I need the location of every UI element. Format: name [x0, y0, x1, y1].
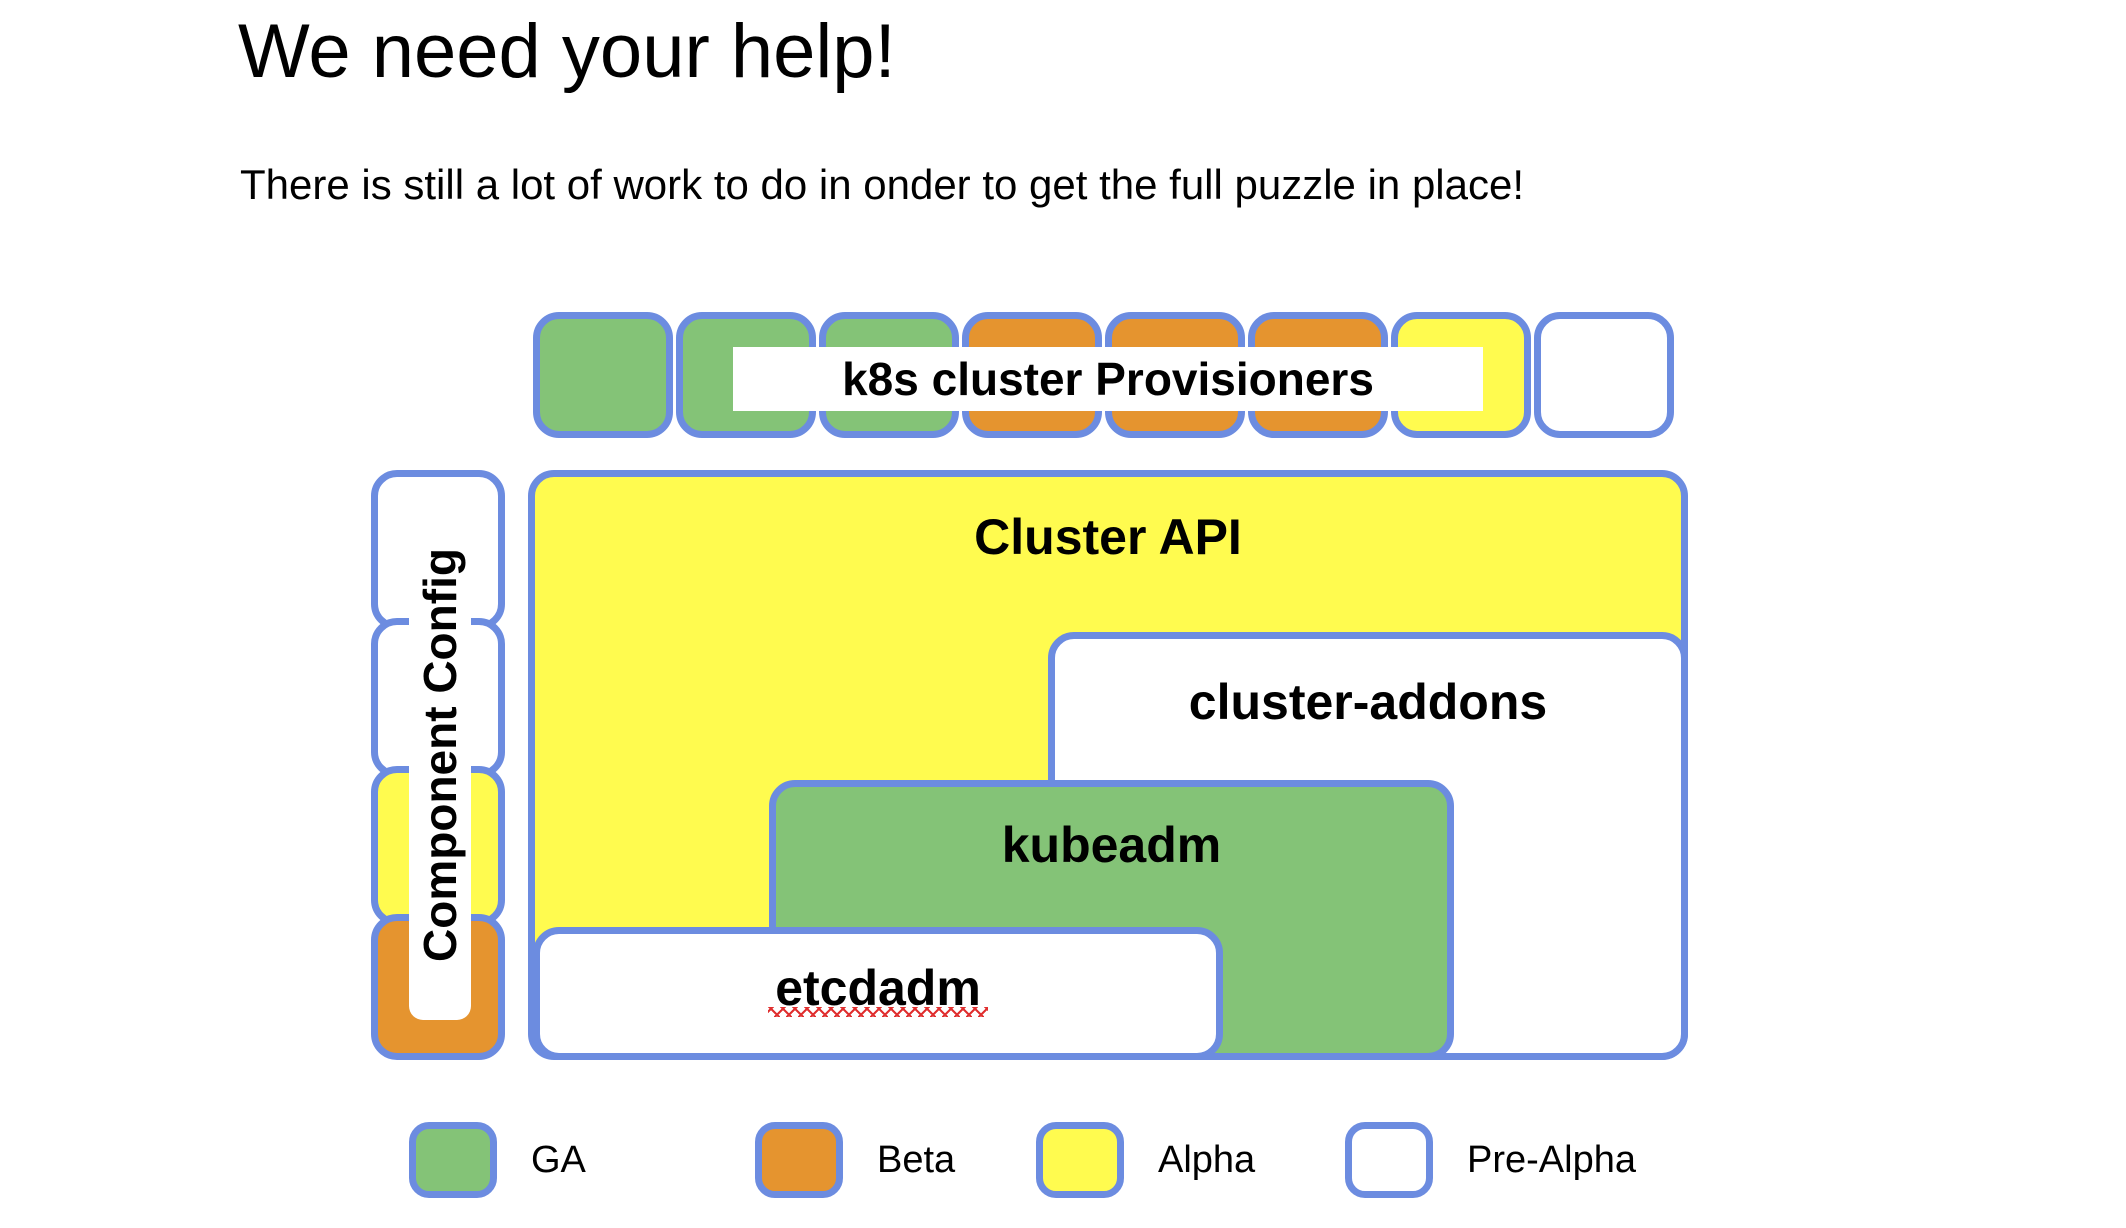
legend-item-ga: GA	[409, 1122, 586, 1198]
legend-swatch-beta	[755, 1122, 843, 1198]
legend-label-beta: Beta	[877, 1138, 956, 1181]
provisioner-tile-1[interactable]	[533, 312, 673, 438]
page-subtitle: There is still a lot of work to do in on…	[240, 161, 1525, 208]
legend-item-alpha: Alpha	[1036, 1122, 1255, 1198]
legend-swatch-alpha	[1036, 1122, 1124, 1198]
component-config-label: Component Config	[414, 548, 467, 962]
legend-label-prealpha: Pre-Alpha	[1467, 1138, 1636, 1181]
maturity-legend: GA Beta Alpha Pre-Alpha	[0, 1122, 2126, 1222]
kubeadm-label: kubeadm	[1001, 817, 1222, 873]
etcdadm-box[interactable]	[533, 927, 1223, 1060]
component-config-label-band: Component Config	[409, 490, 471, 1020]
legend-label-ga: GA	[531, 1138, 586, 1181]
legend-swatch-prealpha	[1345, 1122, 1433, 1198]
cluster-api-label: Cluster API	[974, 509, 1242, 565]
provisioners-label: k8s cluster Provisioners	[733, 347, 1483, 411]
page-title: We need your help!	[238, 9, 896, 94]
legend-item-prealpha: Pre-Alpha	[1345, 1122, 1636, 1198]
cluster-addons-label: cluster-addons	[1188, 674, 1548, 730]
legend-swatch-ga	[409, 1122, 497, 1198]
provisioner-tile-8[interactable]	[1534, 312, 1674, 438]
legend-label-alpha: Alpha	[1158, 1138, 1256, 1181]
etcdadm-label: etcdadm	[775, 960, 981, 1016]
spellcheck-squiggle-icon	[768, 1007, 988, 1017]
legend-item-beta: Beta	[755, 1122, 955, 1198]
